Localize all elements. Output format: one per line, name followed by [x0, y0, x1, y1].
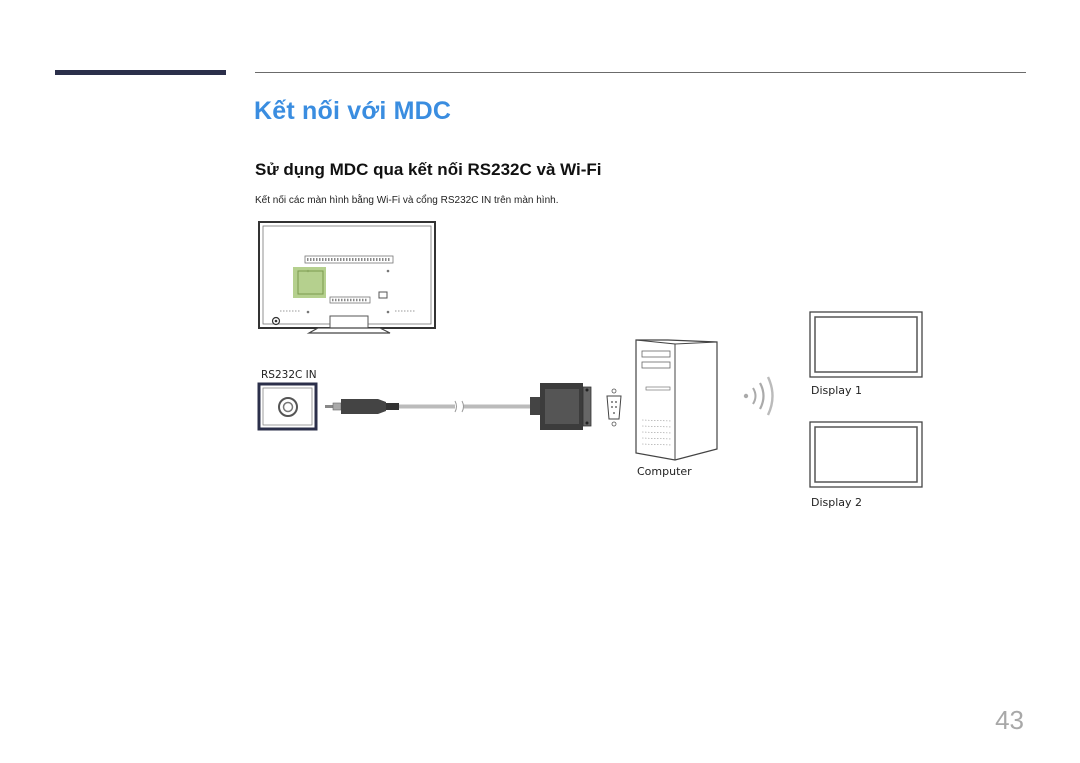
- serial-connector-icon: [530, 383, 592, 430]
- rs232c-port-label: RS232C IN: [261, 369, 317, 381]
- display-1-label: Display 1: [811, 384, 862, 397]
- computer-label: Computer: [637, 465, 692, 478]
- rs232c-port-icon: [257, 382, 318, 431]
- cable-line: [399, 400, 530, 413]
- wifi-signal-icon: [743, 376, 774, 416]
- computer-tower-icon: [635, 339, 718, 461]
- monitor-rear-icon: [258, 221, 436, 334]
- stereo-plug-icon: [325, 399, 399, 414]
- display-2-icon: [809, 421, 923, 488]
- section-title: Sử dụng MDC qua kết nối RS232C và Wi-Fi: [255, 160, 602, 179]
- page-title: Kết nối với MDC: [254, 97, 452, 125]
- header-rule: [255, 72, 1026, 73]
- display-2-label: Display 2: [811, 496, 862, 509]
- page-number: 43: [995, 705, 1024, 735]
- serial-port-icon: [606, 388, 622, 427]
- header-accent-bar: [55, 70, 226, 75]
- description-text: Kết nối các màn hình bằng Wi-Fi và cổng …: [255, 195, 559, 206]
- display-1-icon: [809, 311, 923, 378]
